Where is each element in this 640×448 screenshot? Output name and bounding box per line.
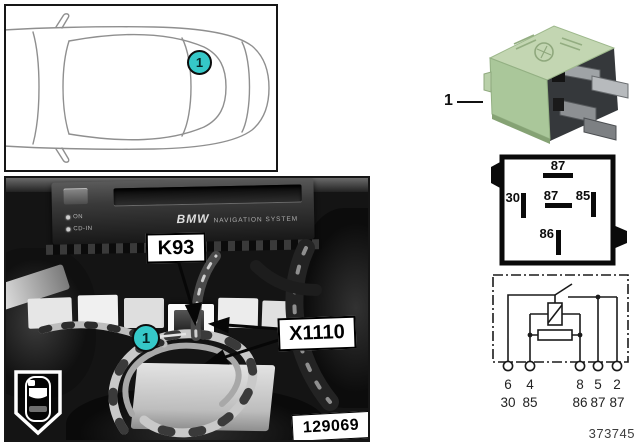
document-id: 373745 bbox=[588, 426, 635, 441]
terminal-85: 85 bbox=[522, 395, 538, 410]
pin-layout-drawing bbox=[491, 154, 627, 266]
relay-photo bbox=[483, 25, 629, 144]
terminal-pin-5: 5 bbox=[594, 377, 602, 392]
pin-87-center: 87 bbox=[543, 188, 559, 203]
terminal-87a: 87 bbox=[590, 395, 606, 410]
terminal-86: 86 bbox=[572, 395, 588, 410]
location-marker-badge: 1 bbox=[187, 50, 212, 75]
pin-85: 85 bbox=[575, 188, 591, 203]
terminal-pin-6: 6 bbox=[504, 377, 512, 392]
terminal-30: 30 bbox=[500, 395, 516, 410]
location-marker-number: 1 bbox=[195, 55, 204, 70]
car-top-view-drawing bbox=[3, 13, 270, 163]
pin-30: 30 bbox=[505, 190, 520, 205]
terminal-pin-4: 4 bbox=[526, 377, 534, 392]
photo-marker-badge: 1 bbox=[132, 324, 160, 352]
circuit-schematic: 6 4 8 5 2 30 85 86 87 87 bbox=[488, 271, 638, 413]
photo-marker-number: 1 bbox=[141, 329, 151, 347]
relay-item-number: 1 bbox=[444, 92, 453, 109]
annotation-arrows bbox=[155, 259, 283, 365]
terminal-pin-2: 2 bbox=[613, 377, 621, 392]
pin-86: 86 bbox=[539, 226, 554, 241]
circuit-schematic-drawing bbox=[492, 274, 629, 372]
terminal-87b: 87 bbox=[609, 395, 625, 410]
terminal-pin-8: 8 bbox=[576, 377, 584, 392]
relay-code-label: K93 bbox=[145, 232, 207, 264]
car-location-panel: 1 bbox=[3, 4, 278, 172]
connector-code-label: X1110 bbox=[277, 315, 357, 352]
installation-photo-panel: ON CD-IN BMW NAVIGATION SYSTEM bbox=[4, 176, 370, 442]
relay-code-text: K93 bbox=[157, 236, 195, 259]
connector-code-text: X1110 bbox=[288, 321, 346, 345]
pin-87-top: 87 bbox=[550, 158, 566, 173]
pin-layout-diagram: 87 30 87 85 86 bbox=[488, 150, 638, 272]
relay-socket bbox=[124, 298, 164, 328]
car-direction-icon bbox=[14, 370, 62, 436]
relay-item-leader-line bbox=[457, 101, 483, 103]
photo-id-text: 129069 bbox=[302, 416, 360, 436]
photo-id-label: 129069 bbox=[291, 410, 368, 440]
